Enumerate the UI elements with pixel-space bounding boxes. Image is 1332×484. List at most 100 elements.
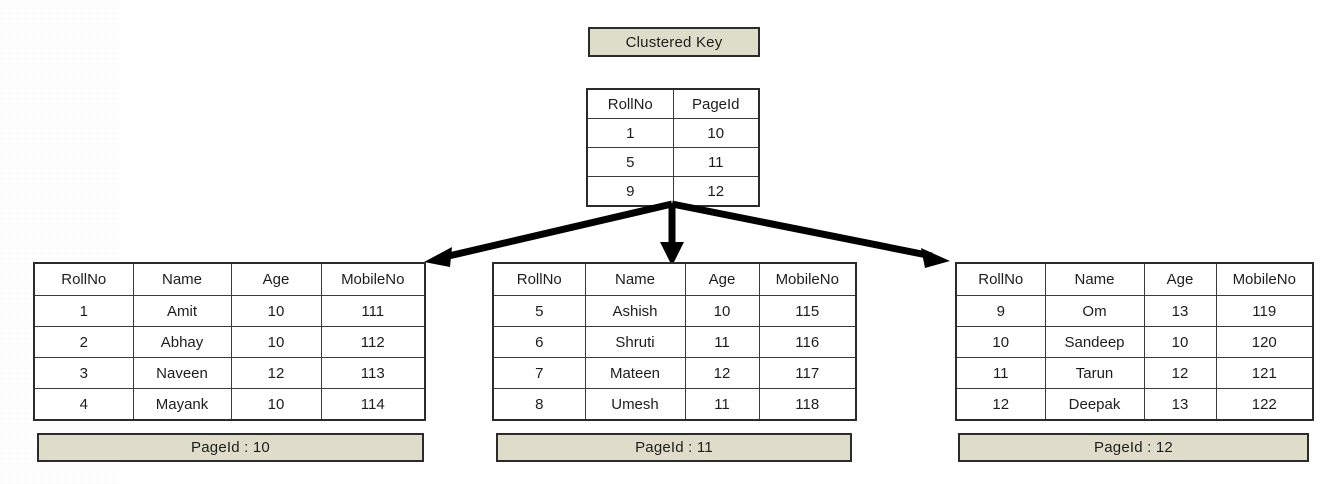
column-header: MobileNo [758,262,857,296]
table-cell: 114 [320,388,426,421]
table-cell: 116 [758,326,857,358]
table-cell: Abhay [132,326,232,358]
clustered-key-label-box: Clustered Key [588,27,760,57]
column-header: Age [230,262,322,296]
table-cell: 120 [1215,326,1314,358]
table-cell: 11 [684,326,760,358]
arrow-to-page-11 [660,204,684,266]
table-cell: 9 [955,295,1046,327]
table-cell: 111 [320,295,426,327]
table-cell: 13 [1143,295,1217,327]
page-footer-10: PageId : 10 [37,433,424,462]
column-header: Name [584,262,686,296]
page-footer-12-text: PageId : 12 [1094,439,1173,456]
table-cell: 10 [955,326,1046,358]
table-cell: 10 [230,326,322,358]
table-cell: 112 [320,326,426,358]
table-cell: 12 [684,357,760,389]
table-cell: 2 [33,326,134,358]
table-cell: 6 [492,326,586,358]
column-header: Age [684,262,760,296]
column-header: Name [132,262,232,296]
table-cell: 10 [1143,326,1217,358]
table-cell: 119 [1215,295,1314,327]
table-cell: 12 [1143,357,1217,389]
column-header: PageId [672,88,760,119]
table-cell: 12 [230,357,322,389]
table-cell: 3 [33,357,134,389]
arrow-to-page-12 [671,200,950,268]
table-cell: 9 [586,176,674,207]
table-cell: 12 [955,388,1046,421]
table-cell: Om [1044,295,1145,327]
clustered-key-label-text: Clustered Key [625,33,723,51]
column-header: MobileNo [320,262,426,296]
table-cell: 4 [33,388,134,421]
column-header: Age [1143,262,1217,296]
column-header: Name [1044,262,1145,296]
table-cell: Ashish [584,295,686,327]
column-header: RollNo [33,262,134,296]
table-cell: Tarun [1044,357,1145,389]
table-cell: 10 [230,295,322,327]
table-cell: Mayank [132,388,232,421]
table-cell: 11 [955,357,1046,389]
column-header: RollNo [586,88,674,119]
table-cell: 7 [492,357,586,389]
table-cell: 122 [1215,388,1314,421]
table-cell: 10 [230,388,322,421]
table-cell: 1 [586,118,674,148]
table-cell: 11 [672,147,760,177]
table-cell: 8 [492,388,586,421]
page-footer-12: PageId : 12 [958,433,1309,462]
table-cell: Umesh [584,388,686,421]
table-cell: 121 [1215,357,1314,389]
table-cell: 115 [758,295,857,327]
column-header: RollNo [955,262,1046,296]
table-cell: Sandeep [1044,326,1145,358]
page-footer-10-text: PageId : 10 [191,439,270,456]
table-cell: 1 [33,295,134,327]
table-cell: 113 [320,357,426,389]
column-header: RollNo [492,262,586,296]
table-cell: 5 [586,147,674,177]
table-cell: Naveen [132,357,232,389]
column-header: MobileNo [1215,262,1314,296]
table-cell: 11 [684,388,760,421]
arrow-to-page-10 [424,200,673,267]
table-cell: 117 [758,357,857,389]
table-cell: Mateen [584,357,686,389]
page-footer-11: PageId : 11 [496,433,852,462]
table-cell: Shruti [584,326,686,358]
table-cell: Amit [132,295,232,327]
table-cell: Deepak [1044,388,1145,421]
table-cell: 10 [672,118,760,148]
table-cell: 118 [758,388,857,421]
page-footer-11-text: PageId : 11 [635,439,713,456]
table-cell: 5 [492,295,586,327]
table-cell: 12 [672,176,760,207]
table-cell: 13 [1143,388,1217,421]
